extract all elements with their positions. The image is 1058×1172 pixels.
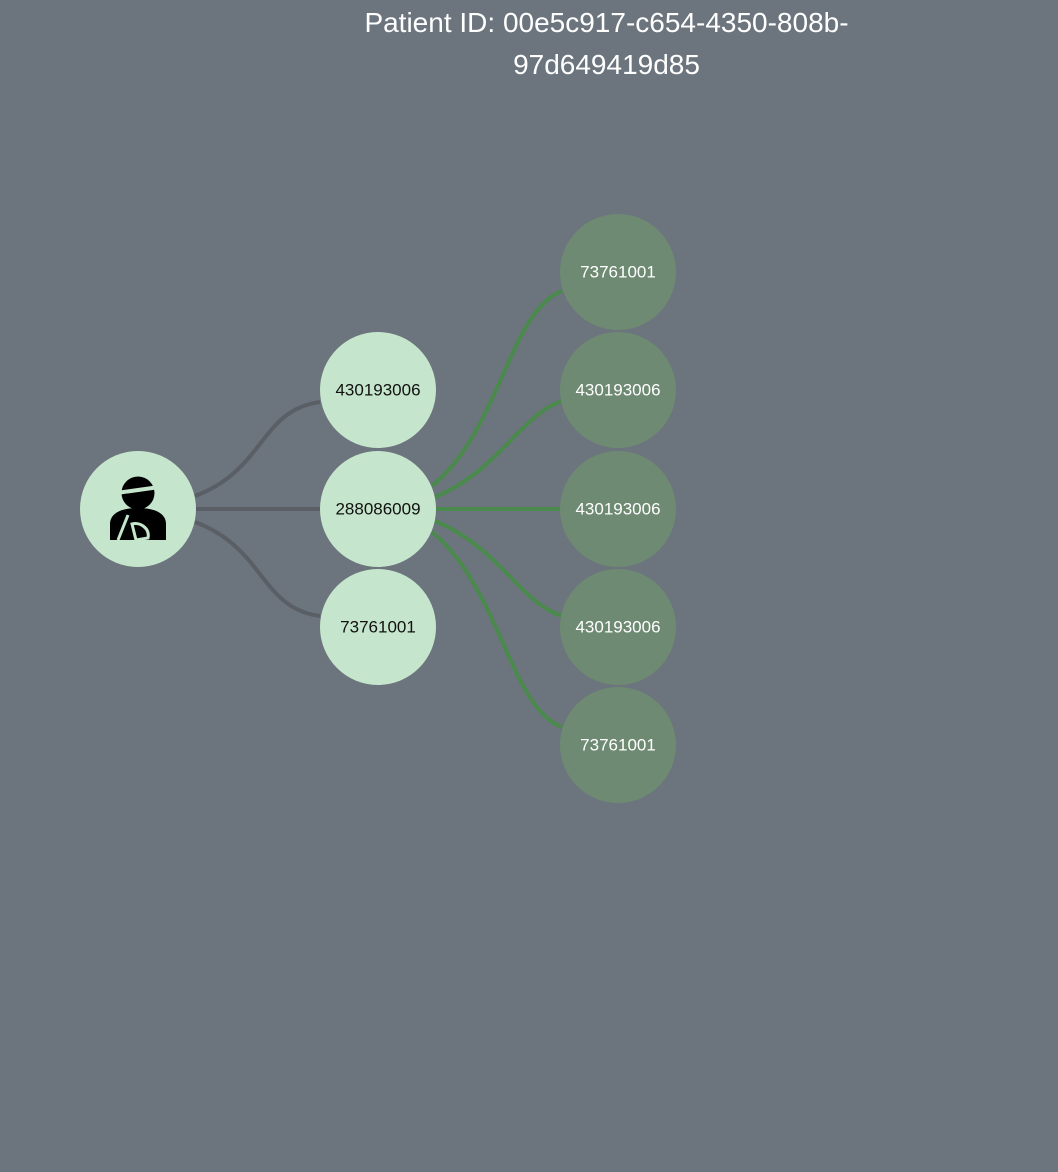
child-node-430193006[interactable]: 430193006 (560, 569, 676, 685)
child-node-430193006[interactable]: 430193006 (560, 332, 676, 448)
edge-288086009-73761001-bottom (430, 530, 563, 729)
node-label: 73761001 (580, 736, 656, 755)
edge-root-73761001 (194, 520, 321, 618)
child-node-430193006[interactable]: 430193006 (560, 451, 676, 567)
edge-288086009-430193006-a (434, 399, 563, 499)
node-288086009[interactable]: 288086009 (320, 451, 436, 567)
page-title: Patient ID: 00e5c917-c654-4350-808b-97d6… (364, 7, 849, 80)
node-label: 430193006 (575, 381, 660, 400)
injured-patient-icon (110, 476, 166, 542)
edge-288086009-73761001-top (430, 289, 563, 488)
node-label: 73761001 (580, 263, 656, 282)
child-node-73761001[interactable]: 73761001 (560, 687, 676, 803)
node-label: 288086009 (335, 500, 420, 519)
node-73761001[interactable]: 73761001 (320, 569, 436, 685)
node-label: 430193006 (575, 500, 660, 519)
node-label: 73761001 (340, 618, 416, 637)
root-node[interactable] (80, 451, 196, 567)
edge-root-430193006 (194, 400, 321, 498)
node-label: 430193006 (335, 381, 420, 400)
child-node-73761001[interactable]: 73761001 (560, 214, 676, 330)
node-label: 430193006 (575, 618, 660, 637)
edge-288086009-430193006-c (434, 519, 563, 618)
node-430193006[interactable]: 430193006 (320, 332, 436, 448)
